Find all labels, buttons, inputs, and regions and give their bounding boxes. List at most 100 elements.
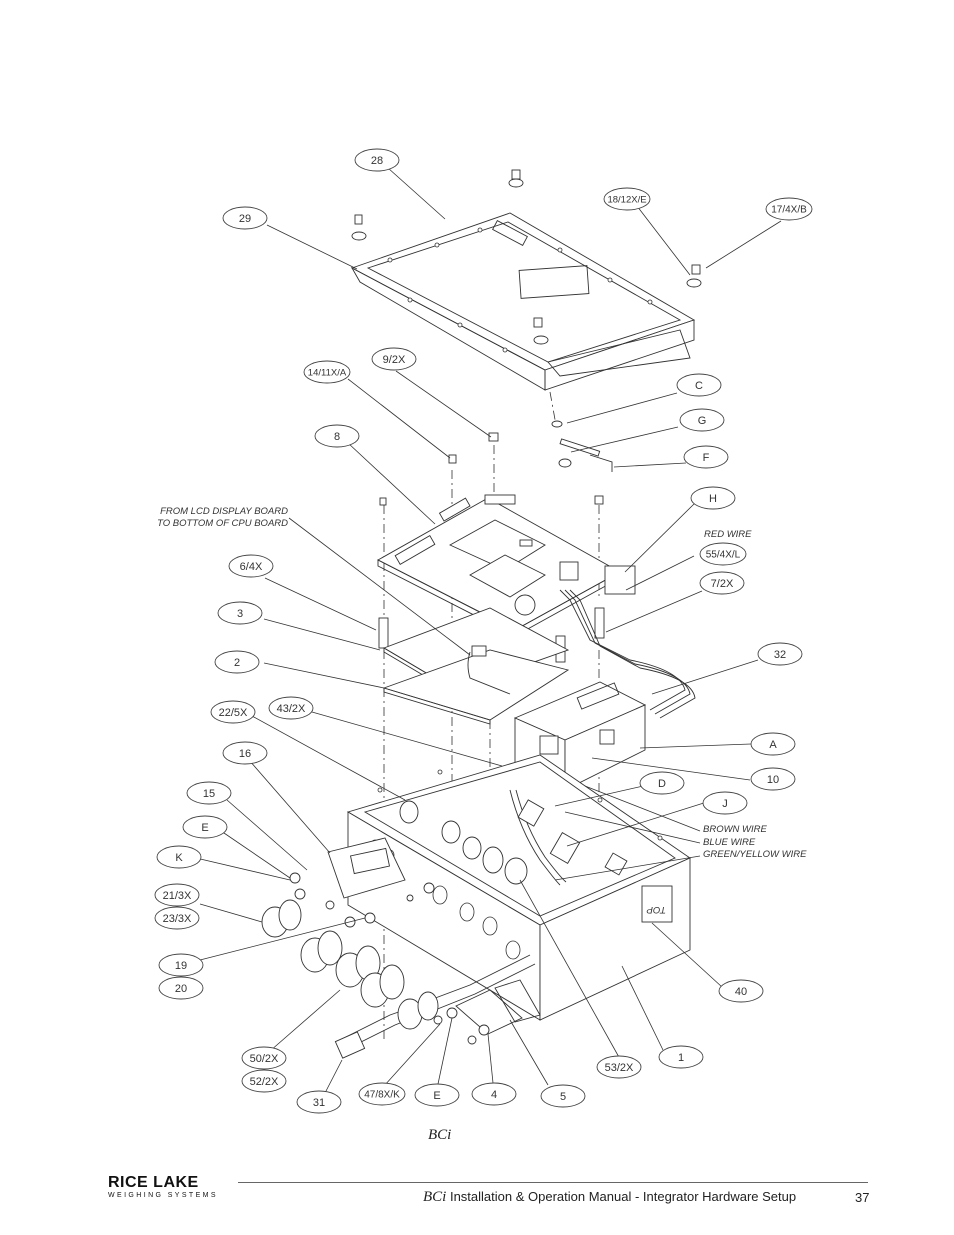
- callout-18-12x-e: 18/12X/E: [603, 187, 651, 211]
- page-number: 37: [855, 1190, 870, 1205]
- rear-plate: [433, 979, 541, 1045]
- wire-notes: FROM LCD DISPLAY BOARD TO BOTTOM OF CPU …: [157, 506, 807, 860]
- svg-text:28: 28: [371, 155, 383, 167]
- svg-text:A: A: [769, 739, 777, 751]
- leader-lines: [195, 167, 782, 1094]
- lcd-note-line1: FROM LCD DISPLAY BOARD: [160, 506, 288, 517]
- callout-43-2x: 43/2X: [268, 696, 314, 720]
- figure-caption: BCi: [428, 1127, 452, 1143]
- callout-k: K: [156, 845, 202, 869]
- callout-7-2x: 7/2X: [699, 571, 745, 595]
- callout-3: 3: [217, 601, 263, 625]
- callout-31: 31: [296, 1090, 342, 1114]
- svg-text:52/2X: 52/2X: [250, 1076, 279, 1088]
- callout-6-4x: 6/4X: [228, 554, 274, 578]
- svg-text:1: 1: [678, 1052, 684, 1064]
- callout-c: C: [676, 373, 722, 397]
- callout-22-5x: 22/5X: [210, 700, 256, 724]
- svg-text:19: 19: [175, 960, 187, 972]
- svg-text:6/4X: 6/4X: [240, 561, 263, 573]
- svg-text:31: 31: [313, 1097, 325, 1109]
- svg-text:D: D: [658, 778, 666, 790]
- callout-8: 8: [314, 424, 360, 448]
- callout-2: 2: [214, 650, 260, 674]
- svg-text:40: 40: [735, 986, 747, 998]
- callout-d: D: [639, 771, 685, 795]
- callout-16: 16: [222, 741, 268, 765]
- callout-19: 19: [158, 953, 204, 977]
- svg-text:J: J: [722, 798, 728, 810]
- callout-e-bottom: E: [414, 1083, 460, 1107]
- blue-wire-note: BLUE WIRE: [703, 837, 756, 848]
- callout-23-3x: 23/3X: [154, 906, 200, 930]
- callout-1: 1: [658, 1045, 704, 1069]
- cover-screws: [351, 169, 702, 345]
- callout-21-3x: 21/3X: [154, 883, 200, 907]
- svg-text:H: H: [709, 493, 717, 505]
- logo-main-text: RICE LAKE: [108, 1174, 199, 1191]
- svg-text:C: C: [695, 380, 703, 392]
- power-supply: [513, 589, 696, 791]
- callout-j: J: [702, 791, 748, 815]
- callouts: 28 29 18/12X/E 17/4X/B 9/2X 14/11X/A 8 C…: [154, 148, 813, 1114]
- rice-lake-logo: RICE LAKE WEIGHING SYSTEMS: [108, 1175, 232, 1200]
- logo-sub-text: WEIGHING SYSTEMS: [108, 1192, 218, 1199]
- svg-text:32: 32: [774, 649, 786, 661]
- svg-text:16: 16: [239, 748, 251, 760]
- callout-40: 40: [718, 979, 764, 1003]
- enclosure-cover: [350, 212, 696, 391]
- green-yellow-wire-note: GREEN/YELLOW WIRE: [703, 849, 807, 860]
- connector-plate: [289, 837, 435, 928]
- power-cord: [334, 954, 536, 1059]
- callout-g: G: [679, 408, 725, 432]
- enclosure-body: TOP: [346, 754, 691, 1021]
- svg-text:23/3X: 23/3X: [163, 913, 192, 925]
- cpu-screws: [379, 432, 604, 506]
- callout-a: A: [750, 732, 796, 756]
- svg-text:F: F: [703, 452, 710, 464]
- footer-model: BCi: [423, 1189, 447, 1205]
- cpu-board: [377, 494, 636, 637]
- footer-title-text: Installation & Operation Manual - Integr…: [446, 1189, 797, 1204]
- callout-47-8x-k: 47/8X/K: [358, 1082, 406, 1106]
- svg-text:4: 4: [491, 1089, 497, 1101]
- callout-15: 15: [186, 781, 232, 805]
- callout-55-4x-l: 55/4X/L: [699, 542, 747, 566]
- callout-20: 20: [158, 976, 204, 1000]
- callout-10: 10: [750, 767, 796, 791]
- callout-4: 4: [471, 1082, 517, 1106]
- svg-text:14/11X/A: 14/11X/A: [308, 368, 347, 379]
- callout-h: H: [690, 486, 736, 510]
- lcd-board: [382, 607, 570, 725]
- callout-50-2x: 50/2X: [241, 1046, 287, 1070]
- svg-text:29: 29: [239, 213, 251, 225]
- footer-title: BCi Installation & Operation Manual - In…: [423, 1189, 796, 1206]
- svg-text:21/3X: 21/3X: [163, 890, 192, 902]
- svg-text:3: 3: [237, 608, 243, 620]
- lcd-note-line2: TO BOTTOM OF CPU BOARD: [157, 518, 288, 529]
- callout-17-4x-b: 17/4X/B: [765, 197, 813, 221]
- top-label: TOP: [646, 904, 666, 915]
- svg-text:17/4X/B: 17/4X/B: [771, 205, 807, 216]
- svg-text:47/8X/K: 47/8X/K: [364, 1090, 400, 1101]
- svg-text:K: K: [175, 852, 183, 864]
- ground-hardware: [551, 420, 613, 472]
- svg-text:7/2X: 7/2X: [711, 578, 734, 590]
- callout-28: 28: [354, 148, 400, 172]
- red-wire-note: RED WIRE: [704, 529, 752, 540]
- svg-text:20: 20: [175, 983, 187, 995]
- svg-text:G: G: [698, 415, 707, 427]
- callout-14-11x-a: 14/11X/A: [303, 360, 351, 384]
- svg-text:22/5X: 22/5X: [219, 707, 248, 719]
- brown-wire-note: BROWN WIRE: [703, 824, 768, 835]
- callout-e-left: E: [182, 815, 228, 839]
- footer-rule: [238, 1182, 868, 1183]
- svg-text:43/2X: 43/2X: [277, 703, 306, 715]
- svg-text:18/12X/E: 18/12X/E: [607, 195, 646, 206]
- callout-32: 32: [757, 642, 803, 666]
- svg-text:9/2X: 9/2X: [383, 354, 406, 366]
- svg-text:53/2X: 53/2X: [605, 1062, 634, 1074]
- svg-text:E: E: [433, 1090, 440, 1102]
- svg-text:15: 15: [203, 788, 215, 800]
